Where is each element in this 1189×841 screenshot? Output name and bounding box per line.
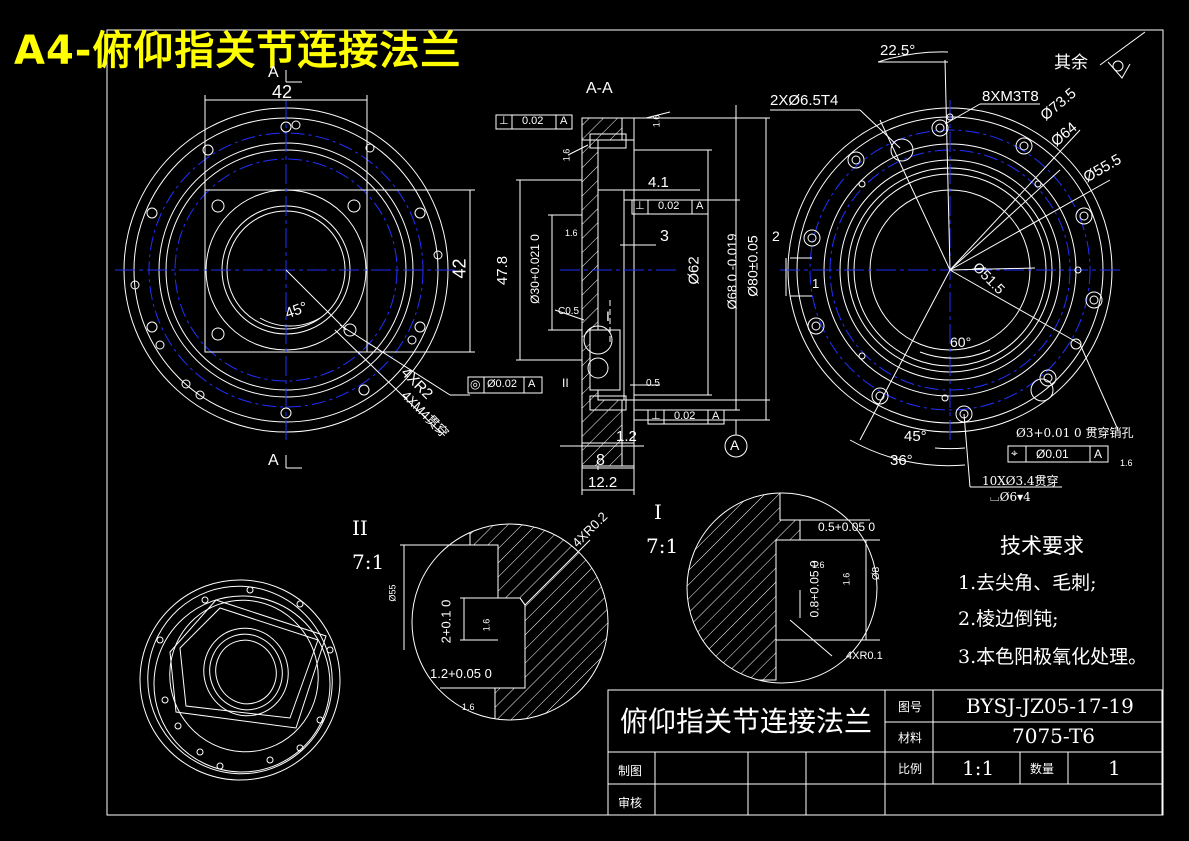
page-title: A4-俯仰指关节连接法兰 (14, 28, 462, 74)
title-block (607, 689, 1163, 816)
qty-label: 数量 (1030, 762, 1055, 776)
detail-callout-II: II (562, 376, 569, 390)
through-hole-note: 10XØ3.4贯穿 (982, 474, 1059, 488)
gdt-concentric-value: Ø0.02 (487, 378, 517, 390)
roughness-label: 1.6 (565, 228, 578, 238)
detail-I-label: I (654, 500, 662, 524)
det1-0-5: 0.5+0.05 0 (818, 520, 876, 534)
det1-d8: Ø8 (871, 566, 883, 581)
dim-1: 1 (812, 276, 820, 291)
dim-60-deg: 60° (950, 334, 972, 350)
dim-8: 8 (596, 452, 605, 469)
isometric-view (139, 579, 341, 781)
dim-3: 3 (660, 228, 669, 245)
dim-d62: Ø62 (685, 256, 703, 285)
material-value: 7075-T6 (1012, 724, 1096, 748)
dim-22-5-deg: 22.5° (880, 42, 916, 59)
qty-value: 1 (1108, 756, 1121, 780)
dim-c05: C0.5 (558, 306, 580, 317)
dim-d30: Ø30+0.021 0 (527, 234, 542, 304)
gdt-mid-value: 0.02 (658, 200, 680, 212)
other-surfaces-note: 其余 (1054, 53, 1088, 72)
roughness-label: 1.6 (481, 618, 492, 632)
det2-2: 2+0.1 0 (438, 599, 454, 644)
dim-2: 2 (772, 228, 780, 244)
dim-45-deg: 45° (904, 428, 927, 445)
pin-hole-note: Ø3+0.01 0 贯穿销孔 (1016, 426, 1134, 440)
gdt-concentric-datum: A (528, 378, 536, 390)
detail-I-scale: 7:1 (646, 534, 679, 558)
drawn-by-label: 制图 (618, 764, 643, 778)
part-name: 俯仰指关节连接法兰 (620, 705, 873, 738)
dim-12-2: 12.2 (588, 474, 618, 491)
gdt-top-datum: A (560, 115, 568, 127)
right-view (770, 31, 1146, 488)
section-mark-bottom: A (268, 452, 279, 469)
roughness-label: 1.6 (651, 114, 662, 128)
detail-I (686, 492, 880, 684)
section-label: A-A (586, 80, 613, 97)
material-label: 材料 (898, 731, 923, 745)
scale-value: 1:1 (962, 756, 995, 780)
gdt-mid-datum: A (696, 200, 704, 212)
detail-II-scale: 7:1 (352, 550, 385, 574)
front-width-dim: 42 (272, 82, 293, 102)
dim-d68: Ø68 0 -0.019 (724, 233, 740, 310)
roughness-label: 1.6 (841, 572, 852, 586)
roughness-label: 1.6 (462, 702, 475, 712)
front-view (115, 70, 475, 469)
detail-II (400, 523, 609, 721)
dim-4-1: 4.1 (648, 174, 669, 191)
gdt-mid-symbol: ⊥ (635, 200, 645, 212)
det2-1-2: 1.2+0.05 0 (430, 666, 492, 681)
tech-req-item: 2.棱边倒钝; (958, 608, 1059, 630)
roughness-label: 1.6 (812, 560, 825, 570)
roughness-label: 1.6 (561, 148, 572, 162)
scale-label: 比例 (898, 762, 923, 776)
gdt-top-value: 0.02 (522, 115, 544, 127)
roughness-label: 1.6 (1120, 458, 1133, 468)
dim-2x-d6-5: 2XØ6.5T4 (770, 92, 839, 109)
gdt-position-symbol: ⌖ (1011, 446, 1018, 460)
dim-05: 0.5 (646, 378, 660, 389)
dim-36-deg: 36° (890, 452, 913, 469)
tech-req-item: 3.本色阳极氧化处理。 (958, 646, 1148, 668)
dim-1-2: 1.2 (616, 428, 637, 445)
gdt-concentric-symbol: ◎ (470, 377, 481, 391)
det2-d55: Ø55 (387, 584, 398, 602)
gdt-bottom-value: 0.02 (674, 410, 696, 422)
section-view (516, 105, 770, 495)
front-height-dim: 42 (449, 258, 470, 279)
checked-by-label: 审核 (618, 796, 643, 810)
drawing-no-label: 图号 (898, 700, 923, 714)
det1-radius: 4XR0.1 (846, 650, 883, 662)
gdt-position-value: Ø0.01 (1036, 447, 1069, 461)
gdt-top-symbol: ⊥ (499, 115, 509, 127)
detail-II-label: II (352, 516, 368, 540)
detail-callout-I: I (606, 308, 610, 324)
datum-a-symbol: A (730, 437, 740, 453)
section-mark-top: A (268, 64, 279, 81)
drawing-no: BYSJ-JZ05-17-19 (966, 694, 1134, 718)
gdt-position-datum: A (1094, 447, 1103, 461)
dim-8x-m3: 8XM3T8 (982, 88, 1039, 105)
tech-req-title: 技术要求 (1000, 534, 1084, 558)
det1-0-8: 0.8+0.05 0 (807, 560, 822, 618)
dim-47-8: 47.8 (494, 255, 512, 286)
gdt-bottom-symbol: ⊥ (651, 410, 661, 422)
dim-d80: Ø80±0.05 (744, 235, 761, 297)
gdt-bottom-datum: A (712, 410, 720, 422)
tech-req-item: 1.去尖角、毛刺; (958, 572, 1097, 594)
tolerance-frame-boxes (467, 114, 1109, 463)
counterbore-note: ⌴Ø6▾4 (990, 490, 1031, 504)
